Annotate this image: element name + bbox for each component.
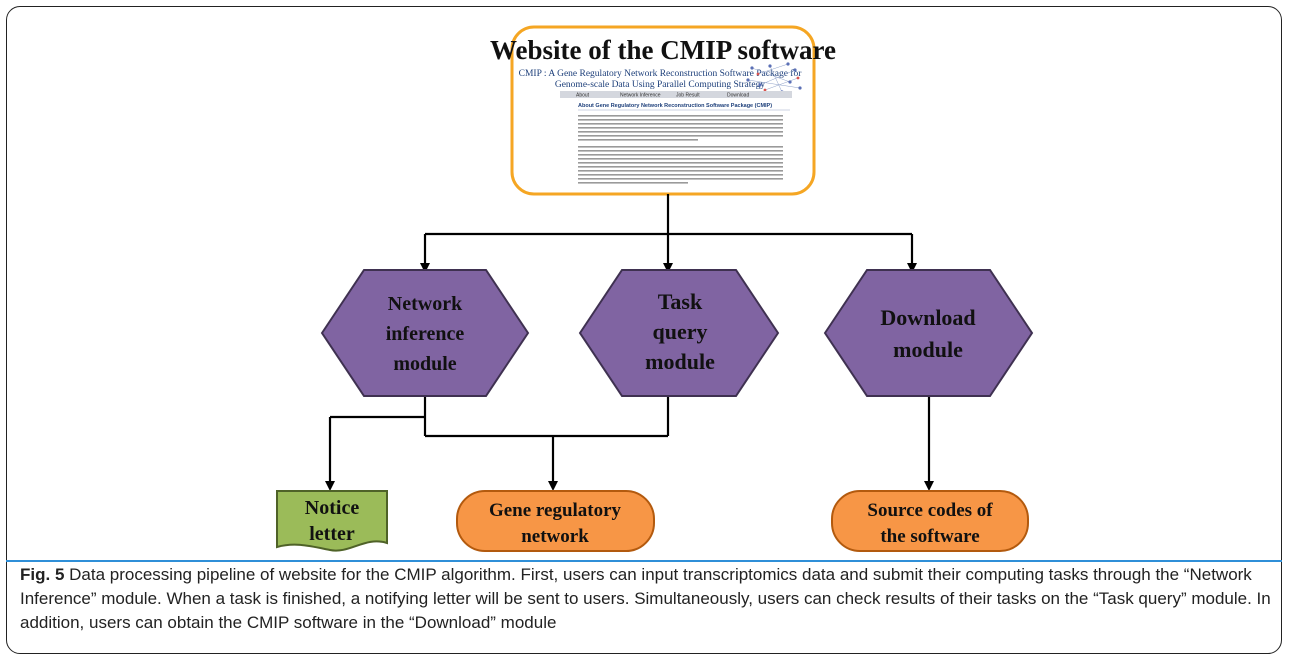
gene-network-label-2: network <box>521 526 589 547</box>
notice-letter-output: Notice letter <box>276 490 388 552</box>
website-heading-line1: CMIP : A Gene Regulatory Network Reconst… <box>519 68 803 79</box>
source-codes-output: Source codes of the software <box>831 490 1029 552</box>
figure-frame <box>6 6 1282 654</box>
network-thumbnail-icon <box>746 62 802 94</box>
website-nav-network-inference[interactable]: Network Inference <box>620 93 661 99</box>
download-label-1: Download <box>880 305 975 330</box>
source-codes-label-2: the software <box>880 526 979 547</box>
website-title: Website of the CMIP software <box>490 35 836 65</box>
connector-lines <box>325 194 934 491</box>
download-label-2: module <box>893 337 963 362</box>
notice-letter-label-2: letter <box>309 523 355 545</box>
figure-caption-text: Data processing pipeline of website for … <box>20 565 1271 632</box>
website-nav-job-result[interactable]: Job Result <box>676 93 700 99</box>
task-query-label-1: Task <box>658 289 703 314</box>
caption-divider <box>6 560 1282 562</box>
website-heading-line2: Genome-scale Data Using Parallel Computi… <box>555 80 766 90</box>
network-inference-label-3: module <box>393 353 456 375</box>
website-nav-bar <box>560 91 792 98</box>
notice-letter-label-1: Notice <box>305 497 360 519</box>
network-inference-label-2: inference <box>386 323 465 345</box>
website-body-text <box>578 115 783 184</box>
figure-label: Fig. 5 <box>20 565 65 584</box>
website-screenshot-box: Website of the CMIP software CMIP : A Ge… <box>490 25 836 196</box>
figure-caption: Fig. 5 Data processing pipeline of websi… <box>20 563 1275 635</box>
pipeline-diagram: Website of the CMIP software CMIP : A Ge… <box>276 25 1034 552</box>
task-query-module: Task query module <box>578 269 780 397</box>
website-nav-download[interactable]: Download <box>727 93 749 99</box>
task-query-label-3: module <box>645 349 715 374</box>
source-codes-label-1: Source codes of <box>867 500 993 521</box>
network-inference-module: Network inference module <box>320 269 530 397</box>
network-inference-label-1: Network <box>388 293 463 315</box>
gene-regulatory-network-output: Gene regulatory network <box>456 490 655 552</box>
download-module: Download module <box>823 269 1034 397</box>
task-query-label-2: query <box>653 319 708 344</box>
website-nav-about[interactable]: About <box>576 93 590 99</box>
gene-network-label-1: Gene regulatory <box>489 500 622 521</box>
website-section-title: About Gene Regulatory Network Reconstruc… <box>578 103 772 109</box>
